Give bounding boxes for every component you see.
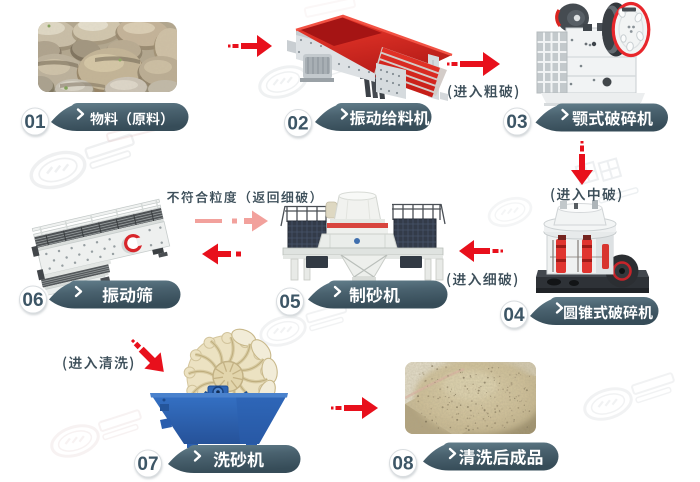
svg-text:02: 02 [287,114,308,135]
svg-text:08: 08 [392,454,413,475]
svg-text:03: 03 [506,112,527,133]
svg-text:07: 07 [137,454,158,475]
svg-text:01: 01 [24,112,46,133]
svg-text:06: 06 [22,290,43,311]
svg-text:05: 05 [279,292,301,313]
svg-text:04: 04 [503,305,525,326]
